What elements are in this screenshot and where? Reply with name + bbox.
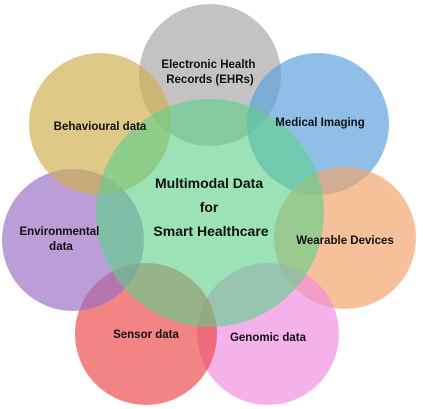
label-genomic-data: Genomic data [230, 332, 307, 344]
center-circle [96, 99, 324, 327]
label-ehr-line-1: Electronic Health [161, 59, 255, 71]
label-medical-imaging: Medical Imaging [275, 117, 364, 129]
center-title: Multimodal Data for Smart Healthcare [153, 175, 268, 239]
labels: Electronic Health Records (EHRs) Medical… [19, 59, 393, 344]
label-wearable-devices: Wearable Devices [296, 235, 394, 247]
label-environmental-data: Environmental data [19, 226, 102, 253]
center-title-line-3: Smart Healthcare [153, 223, 268, 239]
center-title-line-1: Multimodal Data [155, 175, 263, 191]
label-sensor-data: Sensor data [113, 329, 179, 341]
label-environmental-line-2: data [49, 241, 73, 253]
label-ehr-line-2: Records (EHRs) [166, 74, 254, 86]
label-environmental-line-1: Environmental [19, 226, 99, 238]
label-ehr: Electronic Health Records (EHRs) [161, 59, 258, 86]
center-title-line-2: for [200, 199, 219, 215]
label-behavioural-data: Behavioural data [54, 121, 147, 133]
